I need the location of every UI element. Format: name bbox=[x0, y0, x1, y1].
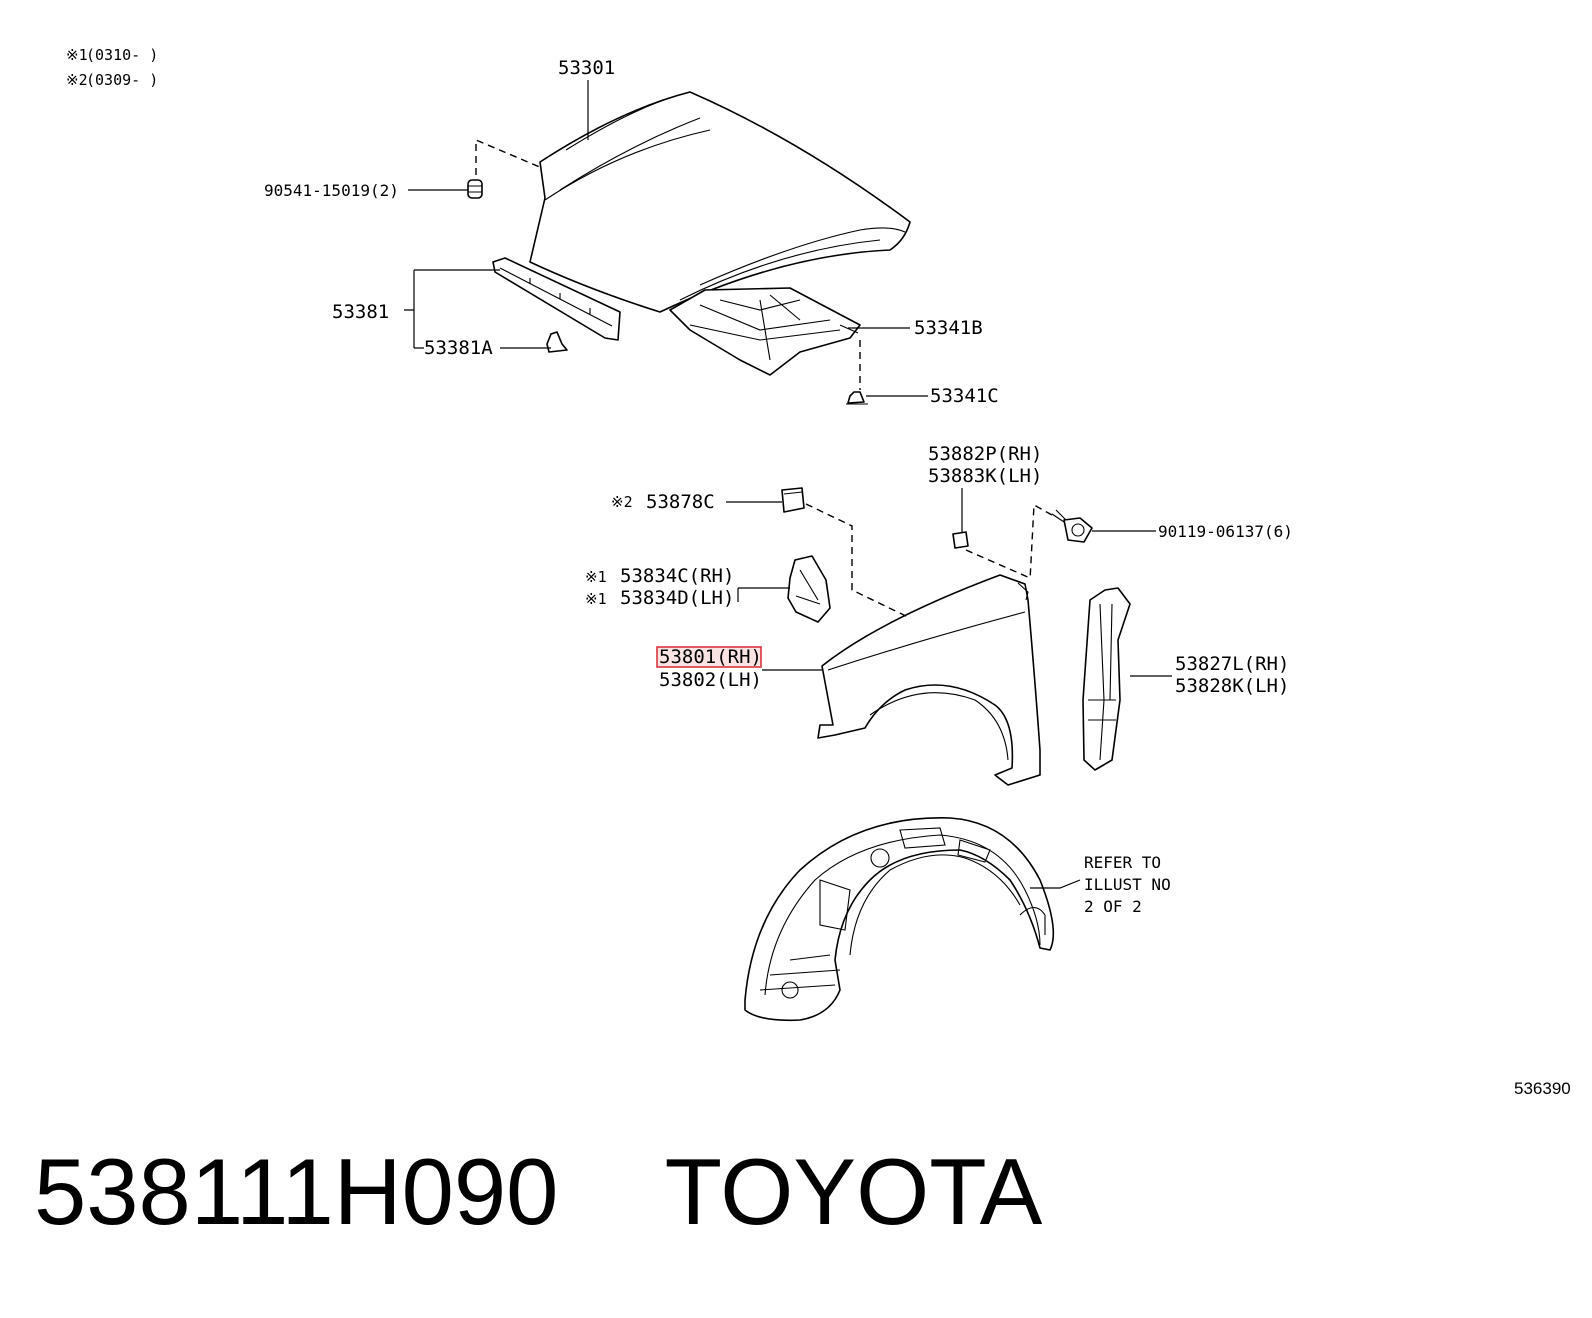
parts-diagram: ※1 (0310- ) ※2 (0309- ) bbox=[66, 46, 1571, 1098]
label-fender-bolt: 90119-06137(6) bbox=[1158, 522, 1293, 541]
note-1: ※1 (0310- ) bbox=[66, 46, 158, 64]
highlight-box bbox=[656, 646, 762, 668]
fender-drawing bbox=[781, 487, 1131, 786]
label-fender-seal-lh: 53883K(LH) bbox=[928, 465, 1042, 487]
note-1-mark: ※1 bbox=[66, 46, 88, 64]
footer-brand: TOYOTA bbox=[664, 1139, 1043, 1244]
label-fender-bracket-rh: 53834C(RH) bbox=[620, 565, 734, 587]
illustration-id: 536390 bbox=[1514, 1079, 1571, 1098]
refer-leader bbox=[1030, 879, 1081, 889]
label-insulator-clip: 53341C bbox=[930, 385, 999, 407]
label-hood-seal-clip: 53381A bbox=[424, 337, 493, 359]
note-1-text: (0310- ) bbox=[86, 46, 158, 64]
label-refer-line1: REFER TO bbox=[1084, 853, 1161, 872]
label-fender-lh: 53802(LH) bbox=[659, 669, 762, 691]
label-fender-pad: 53878C bbox=[646, 491, 715, 513]
label-hood-cushion: 90541-15019(2) bbox=[264, 181, 399, 200]
label-fender-bracket-rh-mark: ※1 bbox=[585, 568, 607, 586]
label-fender-stay-lh: 53828K(LH) bbox=[1175, 675, 1289, 697]
label-hood-insulator: 53341B bbox=[914, 317, 983, 339]
footer-caption: 538111H090 TOYOTA bbox=[34, 1142, 1042, 1242]
label-refer-line2: ILLUST NO bbox=[1084, 875, 1171, 894]
label-hood-seal: 53381 bbox=[332, 301, 389, 323]
label-fender-bracket-lh-mark: ※1 bbox=[585, 590, 607, 608]
label-fender-stay-rh: 53827L(RH) bbox=[1175, 653, 1289, 675]
label-fender-pad-mark: ※2 bbox=[611, 493, 633, 511]
label-fender-seal-rh: 53882P(RH) bbox=[928, 443, 1042, 465]
note-2-mark: ※2 bbox=[66, 71, 88, 89]
hood-leaders bbox=[404, 80, 928, 397]
footer-part-number: 538111H090 bbox=[34, 1139, 559, 1244]
label-fender-bracket-lh: 53834D(LH) bbox=[620, 587, 734, 609]
note-2-text: (0309- ) bbox=[86, 71, 158, 89]
label-refer-line3: 2 OF 2 bbox=[1084, 897, 1142, 916]
fender-leaders bbox=[726, 488, 1172, 677]
hood-drawing bbox=[467, 91, 911, 405]
label-fender-rh: 53801(RH) bbox=[659, 646, 762, 668]
fender-liner-drawing bbox=[744, 817, 1055, 1022]
label-hood: 53301 bbox=[558, 57, 615, 79]
note-2: ※2 (0309- ) bbox=[66, 71, 158, 89]
